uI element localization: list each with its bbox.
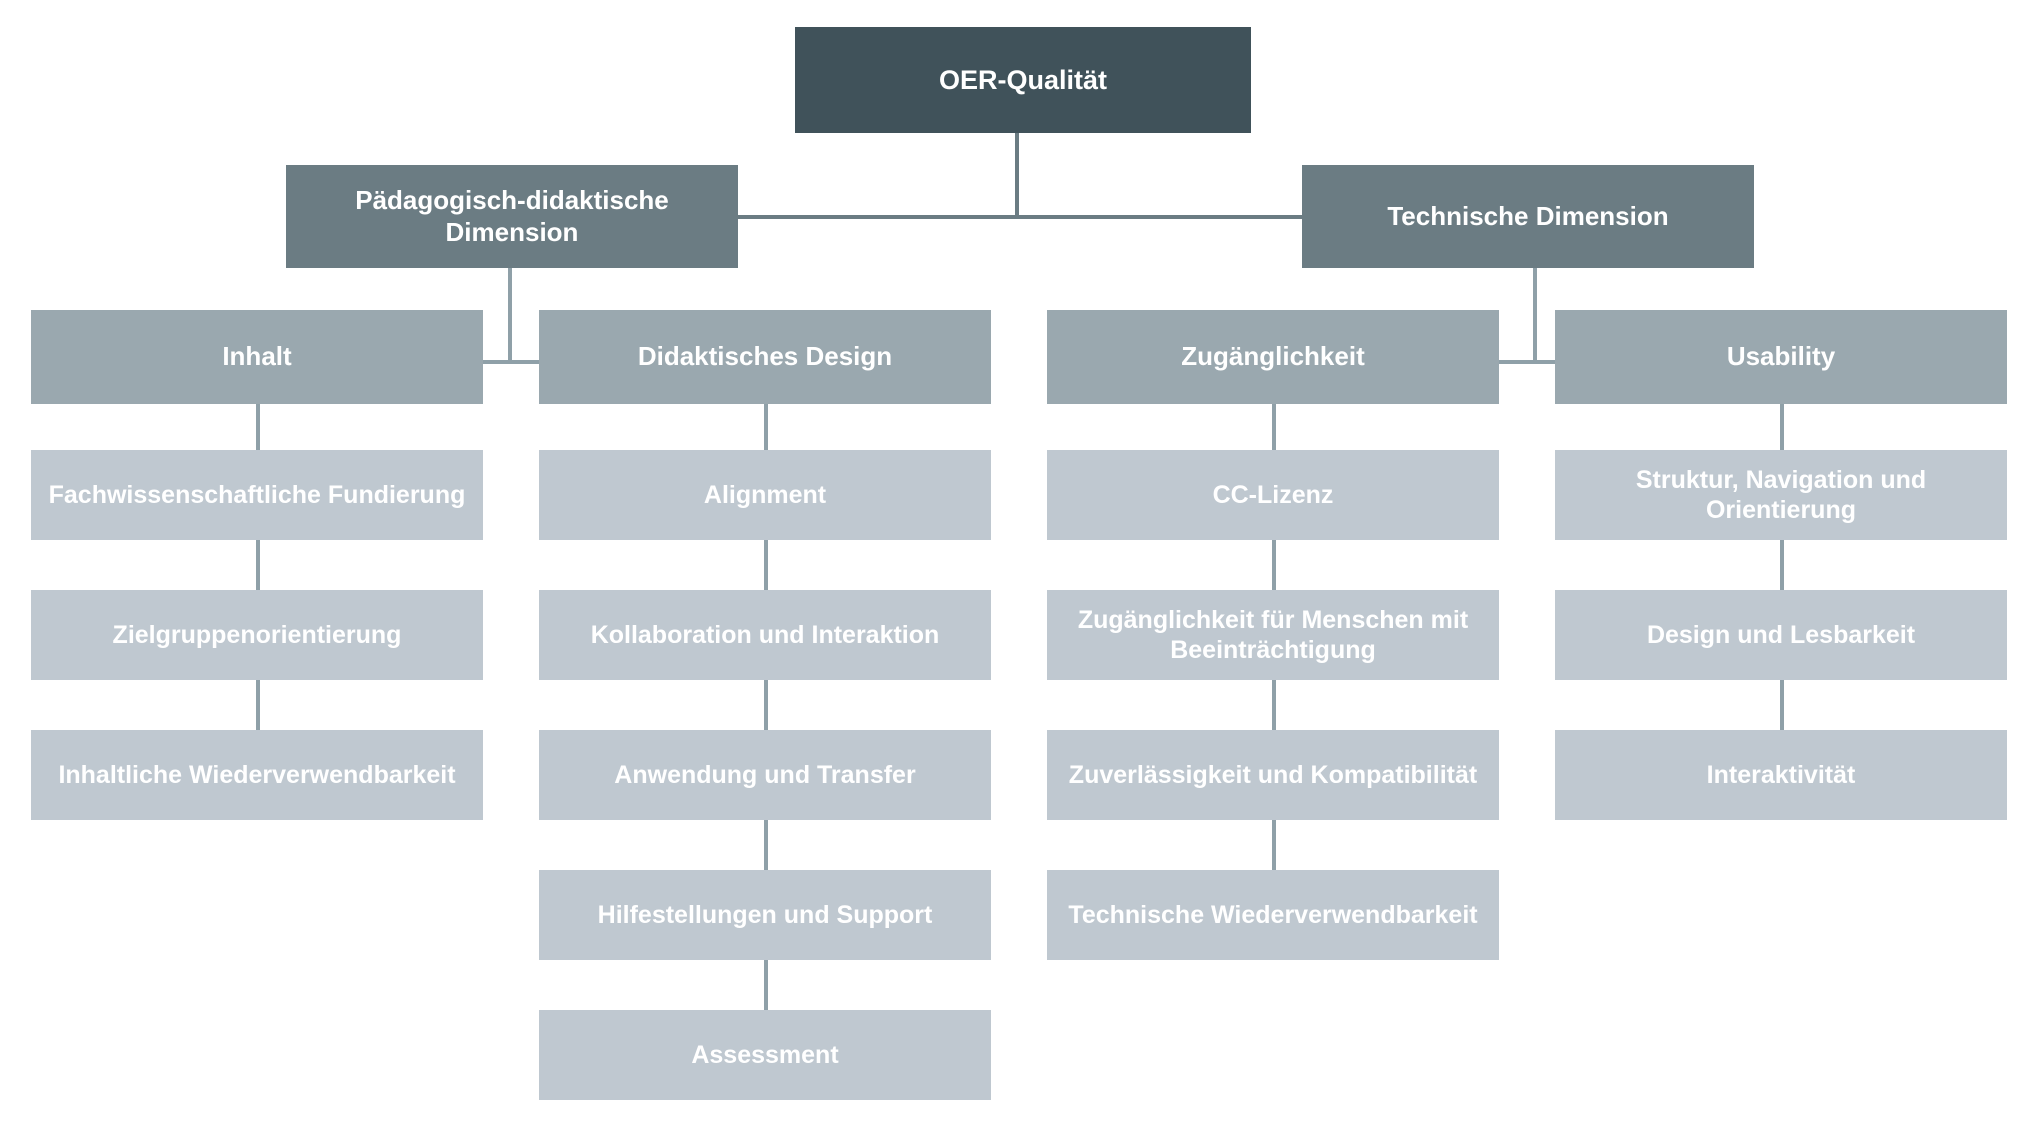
node-label: Technische Dimension <box>1387 200 1669 231</box>
node-label: Interaktivität <box>1706 760 1856 789</box>
node-leaf-zuverlaessigkeit-und-kompatibilitaet[interactable]: Zuverlässigkeit und Kompatibilität <box>1047 730 1499 820</box>
node-label: Zugänglichkeit für Menschen mit Beeinträ… <box>1077 605 1469 665</box>
connector-technische-stem <box>1533 268 1537 364</box>
node-leaf-fachwissenschaftliche-fundierung[interactable]: Fachwissenschaftliche Fundierung <box>31 450 483 540</box>
node-leaf-kollaboration-und-interaktion[interactable]: Kollaboration und Interaktion <box>539 590 991 680</box>
node-label: Alignment <box>703 480 827 509</box>
node-dimension-technische[interactable]: Technische Dimension <box>1302 165 1754 268</box>
node-leaf-hilfestellungen-und-support[interactable]: Hilfestellungen und Support <box>539 870 991 960</box>
node-label: Pädagogisch-didaktische Dimension <box>355 184 669 247</box>
node-leaf-alignment[interactable]: Alignment <box>539 450 991 540</box>
node-leaf-technische-wiederverwendbarkeit[interactable]: Technische Wiederverwendbarkeit <box>1047 870 1499 960</box>
node-label: Inhalt <box>222 341 292 372</box>
node-leaf-zielgruppenorientierung[interactable]: Zielgruppenorientierung <box>31 590 483 680</box>
node-leaf-interaktivitaet[interactable]: Interaktivität <box>1555 730 2007 820</box>
node-dimension-paedagogisch-didaktische[interactable]: Pädagogisch-didaktische Dimension <box>286 165 738 268</box>
node-category-didaktisches-design[interactable]: Didaktisches Design <box>539 310 991 404</box>
node-leaf-design-und-lesbarkeit[interactable]: Design und Lesbarkeit <box>1555 590 2007 680</box>
node-root-oer-qualitaet[interactable]: OER-Qualität <box>795 27 1251 133</box>
node-label: CC-Lizenz <box>1212 480 1334 509</box>
connector-spine-zugaenglichkeit <box>1272 400 1276 960</box>
connector-paedagogisch-stem <box>508 268 512 364</box>
node-label: OER-Qualität <box>938 64 1107 95</box>
connector-dimensions-bar <box>735 215 1305 219</box>
node-leaf-assessment[interactable]: Assessment <box>539 1010 991 1100</box>
connector-paedagogisch-categories-bar <box>242 360 782 364</box>
node-label: Design und Lesbarkeit <box>1646 620 1916 649</box>
node-label: Assessment <box>691 1040 839 1069</box>
node-leaf-cc-lizenz[interactable]: CC-Lizenz <box>1047 450 1499 540</box>
node-label: Hilfestellungen und Support <box>597 900 933 929</box>
node-label: Fachwissenschaftliche Fundierung <box>48 480 466 509</box>
node-label: Technische Wiederverwendbarkeit <box>1068 900 1478 929</box>
node-label: Kollaboration und Interaktion <box>590 620 940 649</box>
node-label: Didaktisches Design <box>637 341 893 372</box>
node-category-zugaenglichkeit[interactable]: Zugänglichkeit <box>1047 310 1499 404</box>
node-label: Inhaltliche Wiederverwendbarkeit <box>58 760 456 789</box>
connector-root-stem <box>1015 133 1019 219</box>
node-leaf-inhaltliche-wiederverwendbarkeit[interactable]: Inhaltliche Wiederverwendbarkeit <box>31 730 483 820</box>
node-leaf-struktur-navigation-und-orientierung[interactable]: Struktur, Navigation und Orientierung <box>1555 450 2007 540</box>
node-label: Zugänglichkeit <box>1181 341 1365 372</box>
node-leaf-zugaenglichkeit-fuer-menschen-mit-beeintraechtigung[interactable]: Zugänglichkeit für Menschen mit Beeinträ… <box>1047 590 1499 680</box>
connector-technische-categories-bar <box>1268 360 1808 364</box>
node-label: Usability <box>1726 341 1836 372</box>
node-category-usability[interactable]: Usability <box>1555 310 2007 404</box>
node-leaf-anwendung-und-transfer[interactable]: Anwendung und Transfer <box>539 730 991 820</box>
node-label: Struktur, Navigation und Orientierung <box>1635 465 1927 525</box>
node-label: Anwendung und Transfer <box>614 760 916 789</box>
node-label: Zuverlässigkeit und Kompatibilität <box>1068 760 1478 789</box>
node-label: Zielgruppenorientierung <box>112 620 402 649</box>
node-category-inhalt[interactable]: Inhalt <box>31 310 483 404</box>
